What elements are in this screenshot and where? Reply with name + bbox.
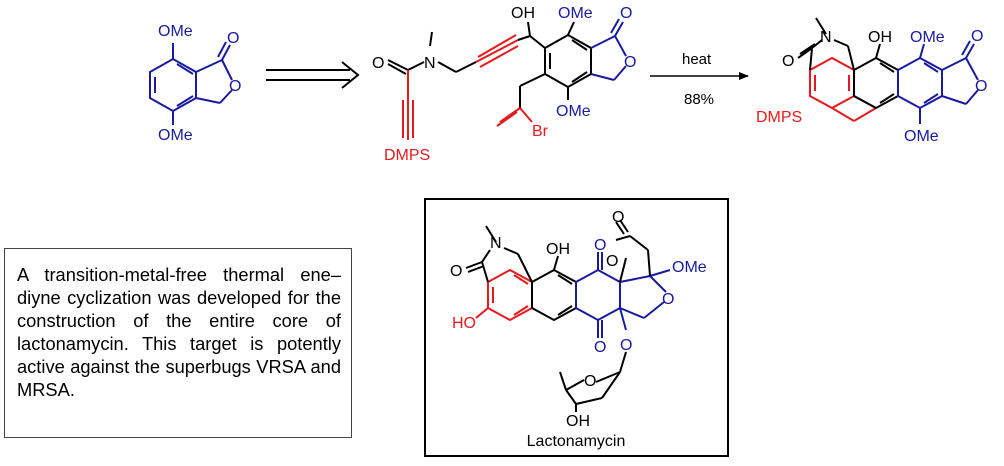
target-n: N xyxy=(490,235,502,252)
target-molecule xyxy=(465,219,671,412)
product-ome-top: OMe xyxy=(910,29,945,46)
target-ome: OMe xyxy=(672,259,707,276)
target-oh-top: OH xyxy=(546,241,570,258)
reactant-ring-o: O xyxy=(229,78,241,95)
target-quinone-o-top: O xyxy=(594,237,606,254)
target-quinone-o-bottom: O xyxy=(594,339,606,356)
intermediate-molecule xyxy=(387,18,627,140)
target-lactone-carbonyl-o: O xyxy=(612,209,624,226)
reactant-carbonyl-o: O xyxy=(227,30,239,47)
target-name: Lactonamycin xyxy=(527,433,626,450)
reactant-ome-top: OMe xyxy=(158,23,193,40)
product-ome-bottom: OMe xyxy=(904,128,939,145)
product-oh: OH xyxy=(868,29,892,46)
intermediate-ome-bottom: OMe xyxy=(556,103,591,120)
target-lactam-o: O xyxy=(450,263,462,280)
description-box: A transition-metal-free thermal ene–diyn… xyxy=(4,248,352,438)
product-n: N xyxy=(820,29,832,46)
product-carbonyl-o: O xyxy=(971,28,983,45)
target-sugar-ring-o: O xyxy=(584,373,596,390)
retrosynthesis-arrow xyxy=(266,61,360,89)
description-text: A transition-metal-free thermal ene–diyn… xyxy=(17,264,341,400)
condition-heat: heat xyxy=(682,51,712,68)
intermediate-ring-o: O xyxy=(624,54,636,71)
intermediate-br: Br xyxy=(532,123,549,140)
target-furan-o: O xyxy=(662,291,674,308)
intermediate-carbonyl-o: O xyxy=(620,5,632,22)
intermediate-dmps: DMPS xyxy=(384,147,430,164)
target-sugar-oh: OH xyxy=(566,413,590,430)
reactant-molecule xyxy=(149,41,233,125)
target-frame xyxy=(424,198,729,457)
target-lactone-ring-o: O xyxy=(606,253,618,270)
intermediate-amide-o: O xyxy=(372,55,384,72)
reactant-ome-bottom: OMe xyxy=(158,127,193,144)
product-ring-o: O xyxy=(975,78,987,95)
target-glycosidic-o: O xyxy=(620,337,632,354)
intermediate-amine-n: N xyxy=(424,55,436,72)
product-dmps: DMPS xyxy=(756,109,802,126)
product-lactam-o: O xyxy=(782,53,794,70)
product-molecule xyxy=(797,17,979,124)
target-phenol: HO xyxy=(452,315,476,332)
condition-yield: 88% xyxy=(684,91,714,108)
intermediate-ome-top: OMe xyxy=(558,5,593,22)
intermediate-oh: OH xyxy=(511,5,535,22)
